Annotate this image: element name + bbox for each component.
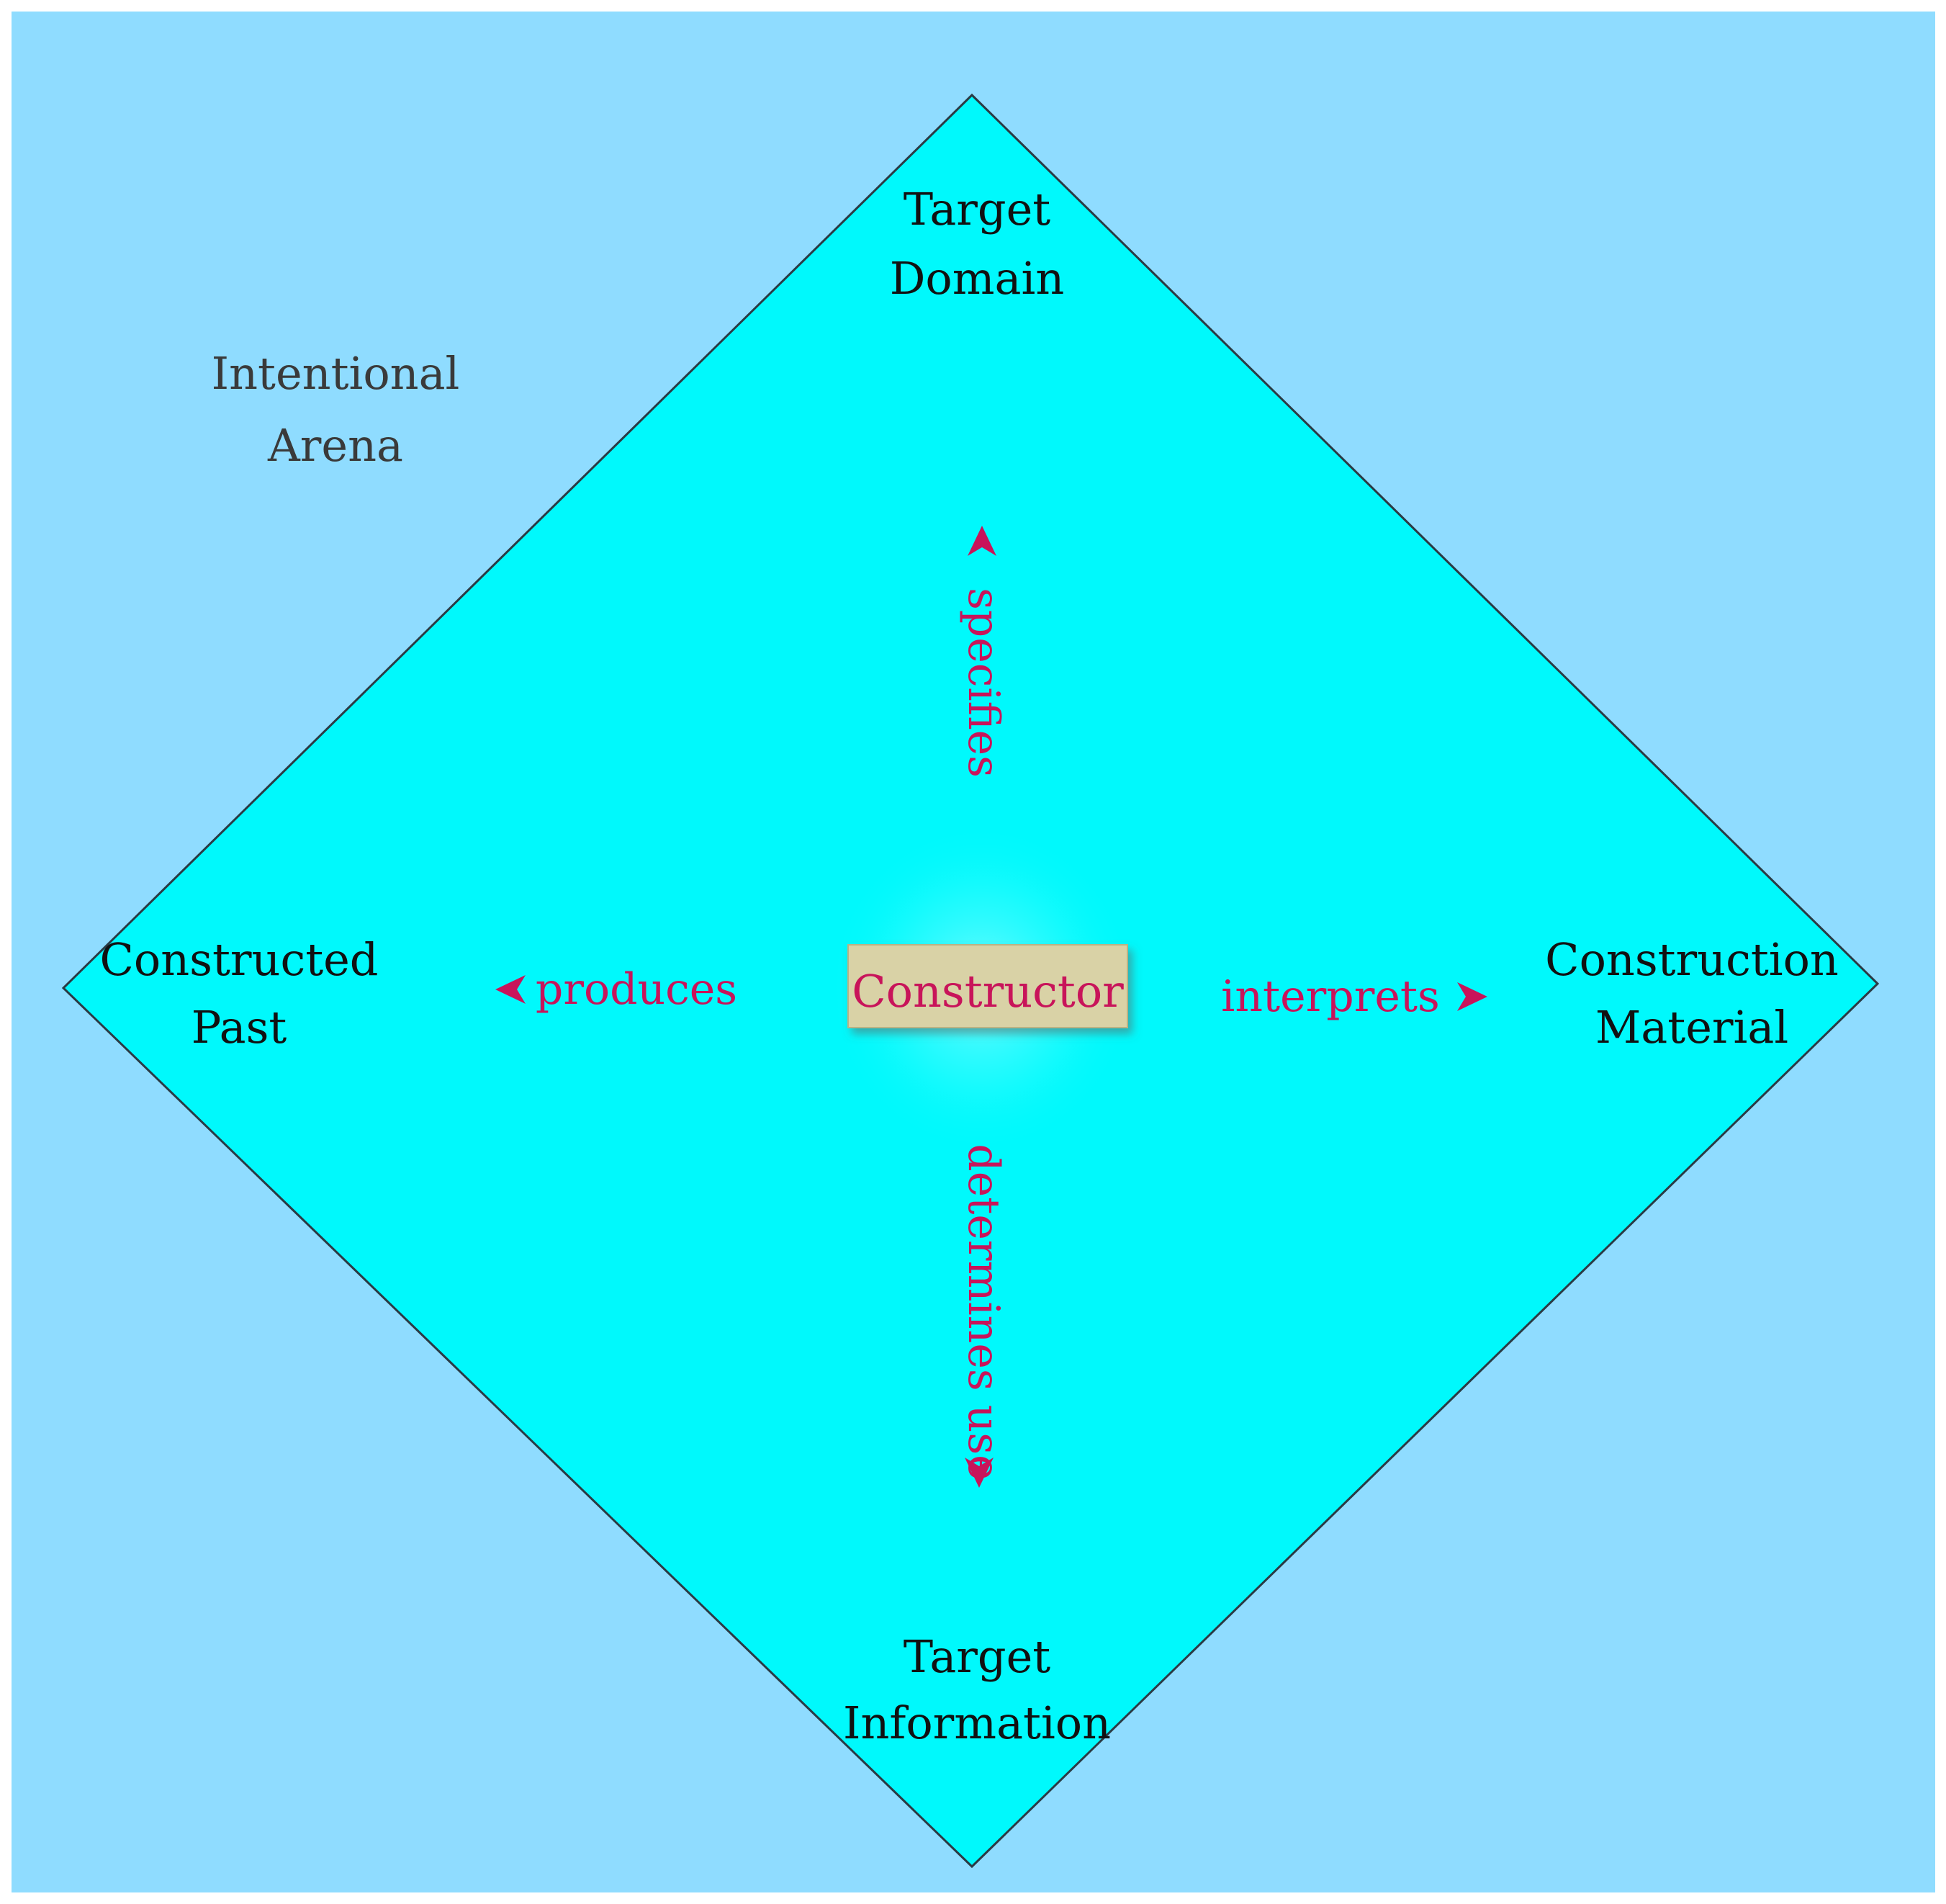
node-target-information-line1: Target xyxy=(904,1630,1051,1683)
relation-determines-use-label: determines use xyxy=(958,1144,1009,1480)
node-construction-material-line1: Construction xyxy=(1545,933,1839,986)
arena-label-line1: Intentional xyxy=(212,347,460,400)
relation-produces-label: produces xyxy=(536,964,737,1015)
node-target-domain-line1: Target xyxy=(904,183,1051,235)
relation-specifies-label: specifies xyxy=(958,588,1009,778)
constructor-box xyxy=(847,944,1128,1028)
arena-label-line2: Arena xyxy=(267,419,403,472)
node-target-information-line2: Information xyxy=(843,1697,1111,1749)
arrowhead-up-icon xyxy=(968,526,996,556)
node-construction-material-line2: Material xyxy=(1595,1001,1788,1054)
constructor-label: Constructor xyxy=(852,965,1124,1018)
node-constructed-past-line2: Past xyxy=(192,1001,287,1054)
arrowhead-down-icon xyxy=(965,1458,994,1488)
node-constructed-past-line1: Constructed xyxy=(99,933,378,986)
node-target-domain-line2: Domain xyxy=(890,252,1065,305)
arrowhead-right-icon xyxy=(1457,982,1487,1011)
arrowhead-left-icon xyxy=(495,975,526,1004)
relation-interprets-label: interprets xyxy=(1221,971,1440,1022)
